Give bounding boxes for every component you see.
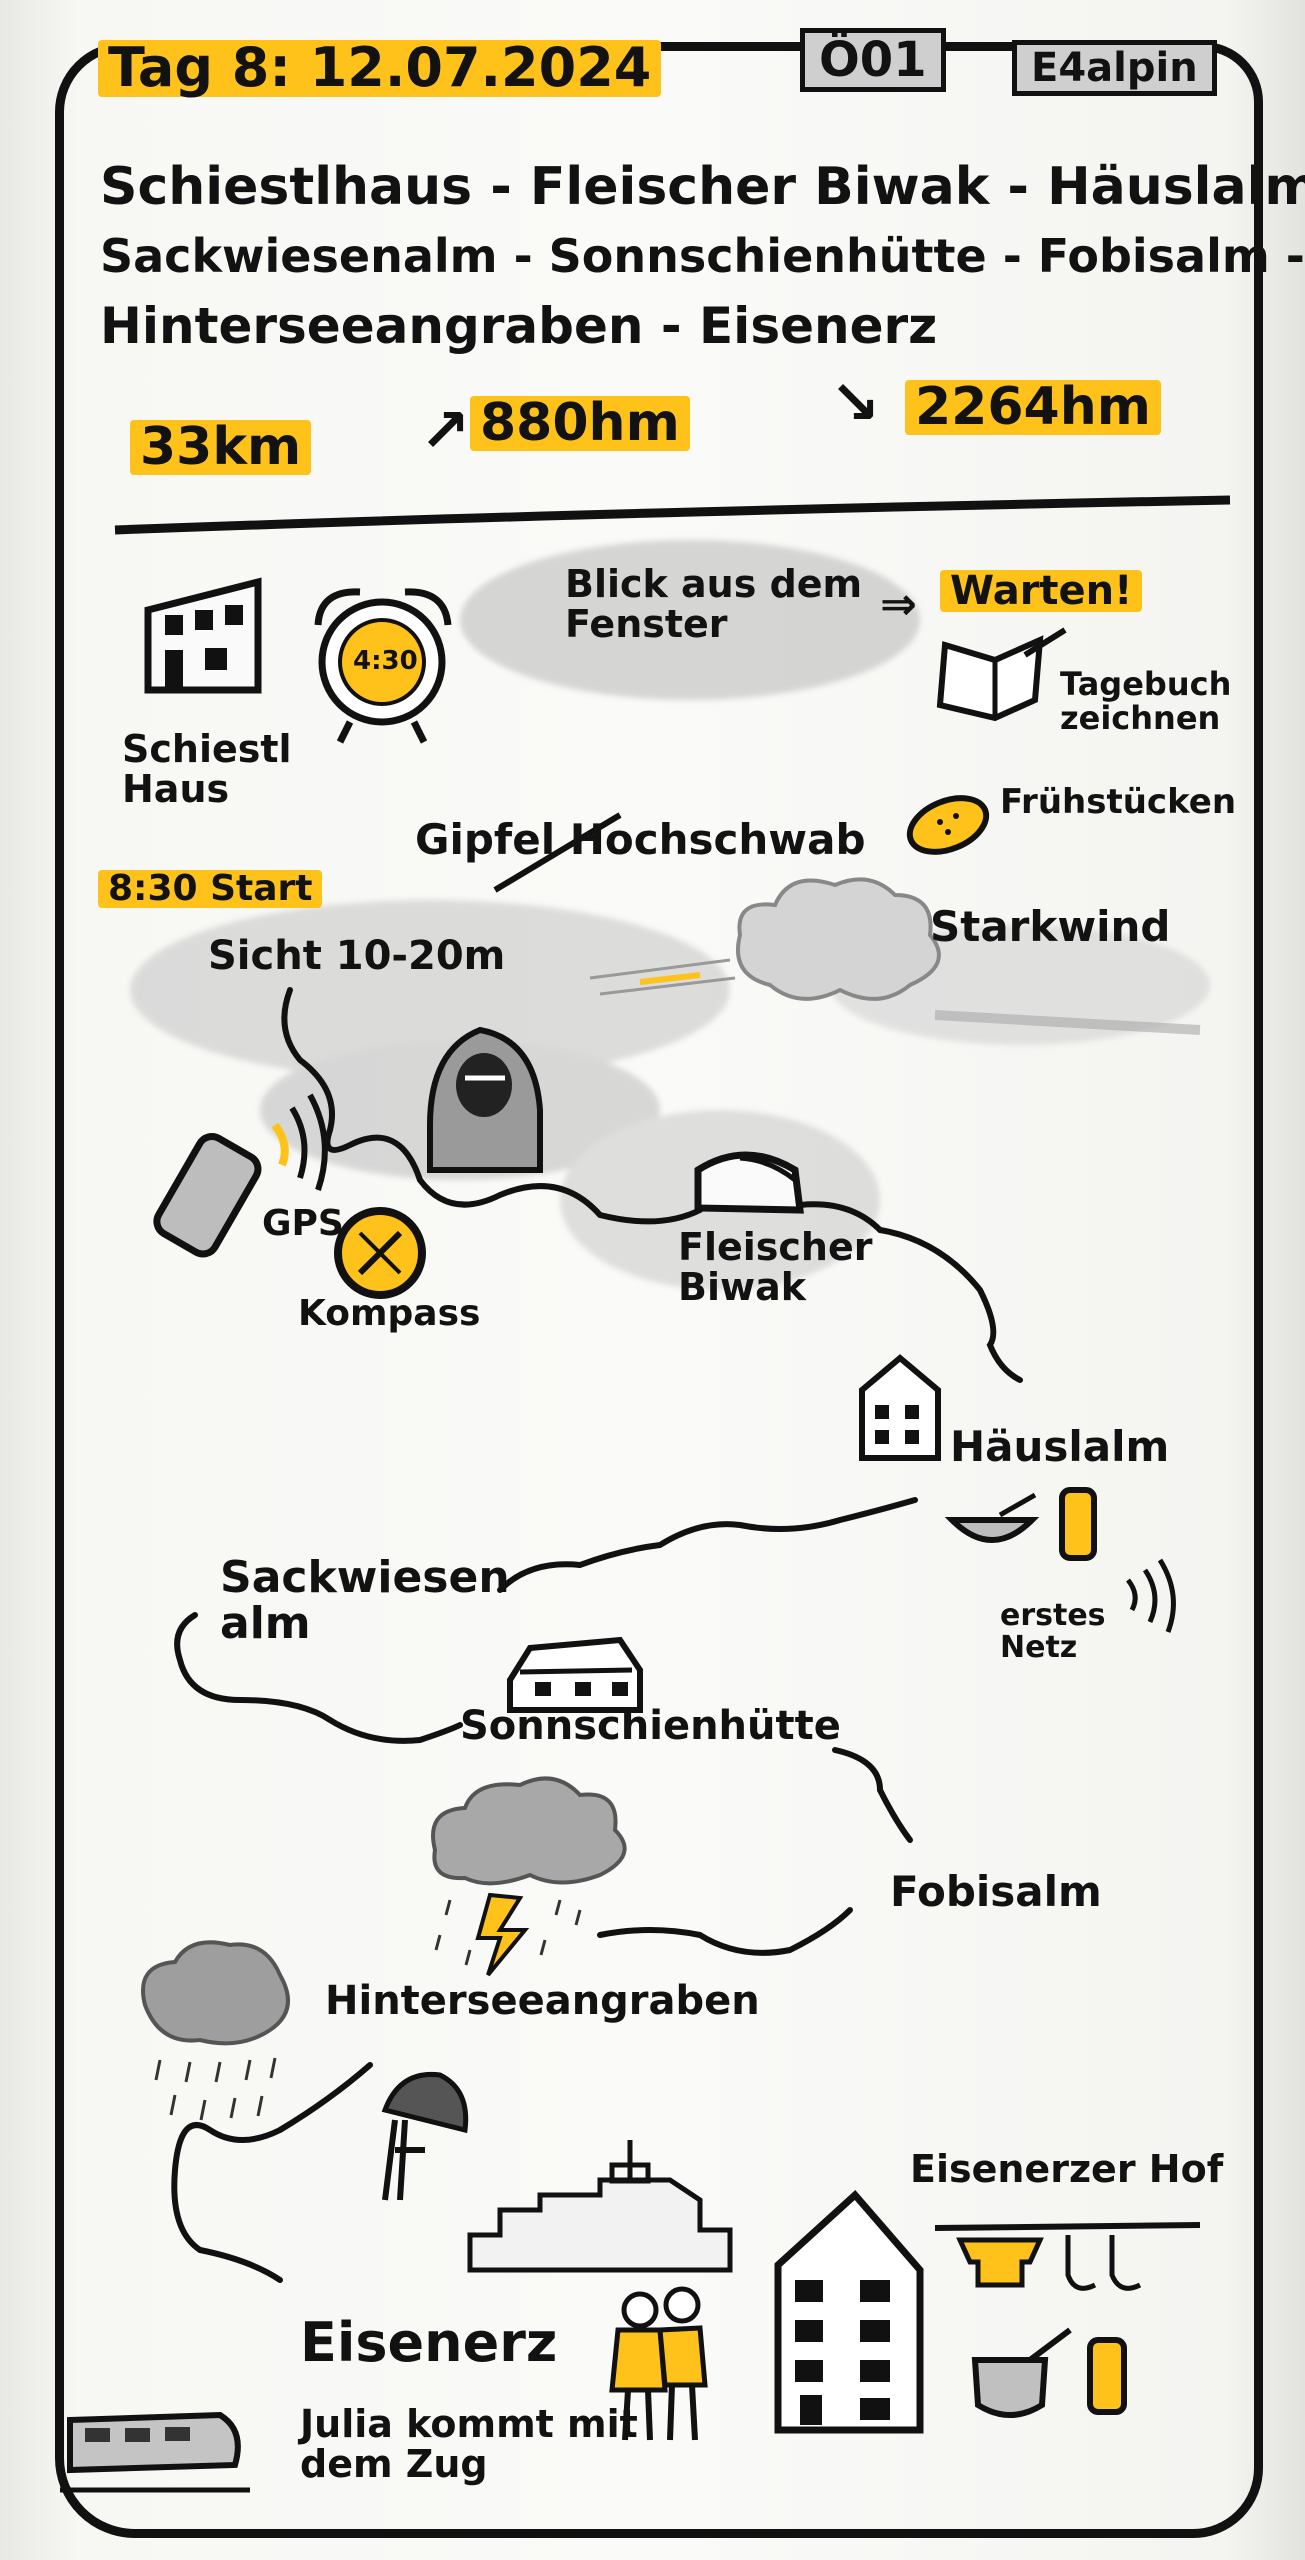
breakfast-text: Frühstücken (1000, 782, 1237, 822)
compass-label: Kompass (298, 1293, 481, 1334)
sackwiesenalm-label: Sackwiesen alm (220, 1552, 510, 1650)
header-divider (114, 495, 1231, 535)
wait-arrow-icon: ⇒ (880, 579, 917, 630)
alarm-time: 4:30 (353, 646, 418, 676)
eisenerzer-hof-building-icon (774, 2189, 924, 2434)
cooking-pot-icon (971, 2327, 1072, 2418)
diary-book-icon (936, 627, 1067, 722)
start-time: 8:30 Start (98, 870, 323, 908)
day-title: Tag 8: 12.07.2024 (98, 39, 662, 97)
bivouac-label: Fleischer Biwak (678, 1225, 873, 1309)
haeuslalm-house-icon (859, 1354, 941, 1461)
gps-label: GPS (262, 1203, 344, 1244)
network-signal-icon (1125, 1558, 1176, 1633)
haeuslalm-label: Häuslalm (950, 1422, 1170, 1471)
descent-arrow-icon: ↘ (830, 368, 881, 438)
hinterseeangraben-label: Hinterseeangraben (325, 1978, 760, 2024)
alarm-clock-icon (314, 588, 452, 744)
breakfast-bread-icon (906, 795, 990, 855)
summit-text: Gipfel Hochschwab (415, 815, 866, 864)
meal-bowl-icon (944, 1492, 1040, 1543)
drink-can-icon-2 (1087, 2337, 1127, 2415)
route-line-3: Hinterseeangraben - Eisenerz (100, 297, 938, 355)
train-icon (60, 2411, 250, 2493)
trail-badge: E4alpin (1012, 40, 1217, 96)
wind-cloud-icon (589, 877, 1201, 1035)
diary-text: Tagebuch zeichnen (1060, 665, 1232, 737)
route-path (171, 987, 1023, 2283)
gps-device-icon (153, 1093, 328, 1258)
route-line-1: Schiestlhaus - Fleischer Biwak - Häuslal… (100, 157, 1305, 217)
drink-can-icon (1059, 1487, 1097, 1561)
window-view-text: Blick aus dem Fenster (565, 562, 863, 646)
schiestl-haus-label: Schiestl Haus (122, 727, 292, 811)
descent-value: 2264hm (905, 380, 1161, 435)
stage-code-badge: Ö01 (800, 28, 946, 93)
rain-cloud-icon (141, 1940, 290, 2121)
ascent-value: 880hm (470, 396, 690, 451)
bivouac-shelter-icon (694, 1151, 804, 1214)
wind-text: Starkwind (930, 902, 1171, 951)
summit-strike (493, 812, 622, 893)
hooded-hiker-icon (427, 1026, 543, 1173)
distance-value: 33km (130, 420, 312, 475)
couple-hugging-icon (609, 2286, 708, 2441)
route-line-2: Sackwiesenalm - Sonnschienhütte - Fobisa… (100, 229, 1305, 283)
train-note: Julia kommt mit dem Zug (300, 2402, 638, 2486)
eisenerzer-hof-label: Eisenerzer Hof (910, 2147, 1224, 2191)
network-label: erstes Netz (1000, 1598, 1106, 1665)
sonnschienhuette-label: Sonnschienhütte (460, 1703, 841, 1749)
visibility-text: Sicht 10-20m (208, 933, 506, 979)
compass-icon (334, 1207, 426, 1299)
eisenerz-label: Eisenerz (300, 2311, 558, 2374)
schiestlhaus-building-icon (144, 577, 262, 694)
ascent-arrow-icon: ↗ (420, 396, 471, 466)
laundry-line-icon (934, 2222, 1201, 2291)
eisenerz-town-icon (467, 2140, 733, 2273)
fobisalm-label: Fobisalm (890, 1867, 1102, 1916)
sonnschien-hut-icon (507, 1636, 643, 1713)
wait-text: Warten! (940, 570, 1143, 612)
hiker-umbrella-icon (381, 2071, 469, 2201)
thunderstorm-cloud-icon (431, 1776, 627, 1977)
